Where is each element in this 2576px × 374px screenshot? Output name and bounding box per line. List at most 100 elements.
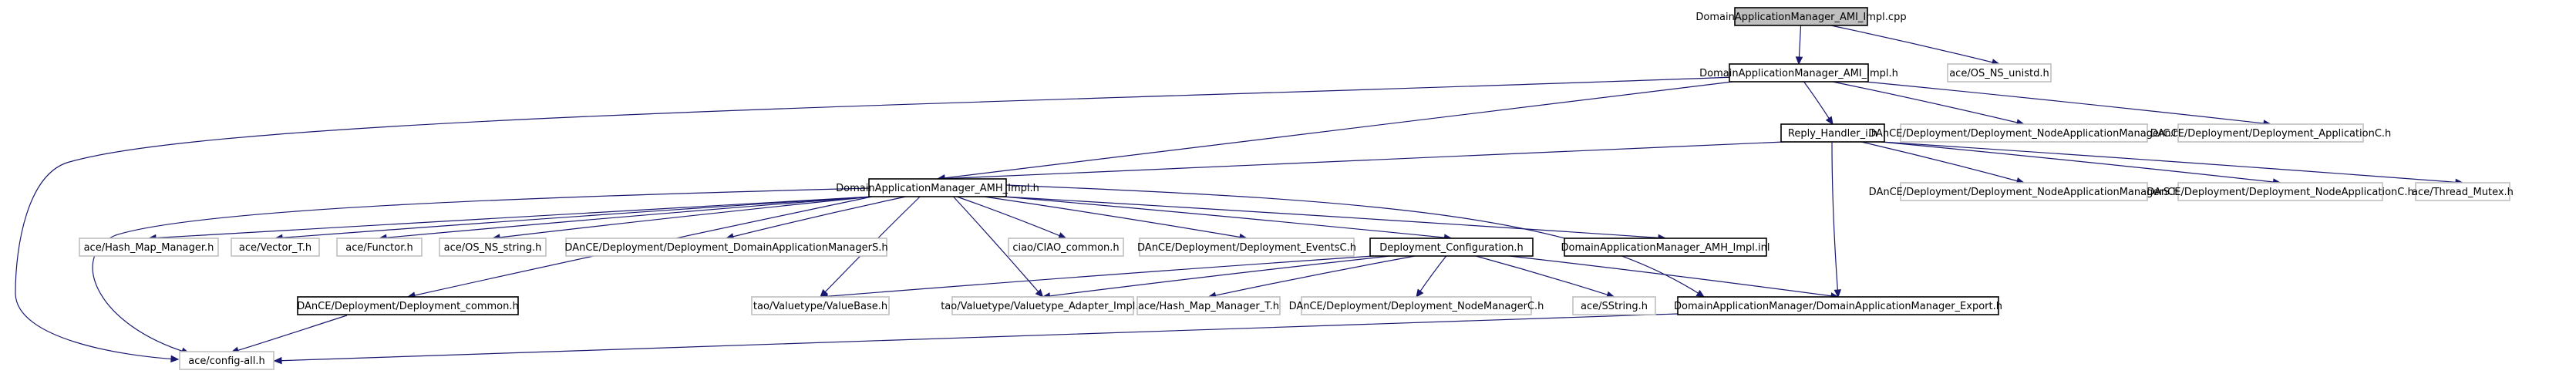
- edge-amh_h-to-dam_export-arrowhead: [1695, 289, 1706, 298]
- node-amh_h-label: DomainApplicationManager_AMH_Impl.h: [836, 183, 1039, 194]
- edge-ami_h-to-reply-arrowhead: [1825, 116, 1834, 126]
- edge-amh_h-to-events_c-line: [984, 196, 1248, 239]
- node-vector_t[interactable]: ace/Vector_T.h: [231, 238, 320, 257]
- edge-reply-to-napp_c: [1881, 141, 2281, 186]
- node-amh_inl[interactable]: DomainApplicationManager_AMH_Impl.inl: [1561, 238, 1770, 257]
- edge-dam_export-to-config_all-arrowhead: [273, 356, 282, 365]
- node-os_unistd-box[interactable]: [1947, 63, 2052, 83]
- node-functor-box[interactable]: [336, 238, 423, 257]
- node-valuebase[interactable]: tao/Valuetype/ValueBase.h: [751, 296, 890, 315]
- edge-amh_h-to-dam_export-line: [1005, 184, 1705, 298]
- node-amh_h-box[interactable]: [868, 178, 1007, 197]
- edge-ami_h-to-reply: [1803, 81, 1834, 126]
- edge-reply-to-amh_h: [936, 141, 1785, 183]
- node-thread_mutex[interactable]: ace/Thread_Mutex.h: [2412, 182, 2514, 201]
- edge-deploy_config-to-dam_export-line: [1509, 255, 1839, 298]
- edge-amh_h-to-functor-line: [379, 196, 873, 239]
- edge-ami_h-to-reply-line: [1803, 81, 1834, 125]
- node-nam_s-label: DAnCE/Deployment/Deployment_NodeApplicat…: [1869, 187, 2180, 198]
- edge-deploy_config-to-vt_adapter: [1042, 255, 1391, 300]
- node-os_string-box[interactable]: [439, 238, 547, 257]
- node-valuebase-box[interactable]: [751, 296, 890, 315]
- node-events_c-box[interactable]: [1139, 238, 1355, 257]
- edge-reply-to-thread_mutex-line: [1881, 141, 2463, 184]
- edge-deploy_config-to-valuebase: [819, 255, 1374, 301]
- edge-deploy_config-to-vt_adapter-line: [1042, 255, 1391, 298]
- node-functor[interactable]: ace/Functor.h: [336, 238, 423, 257]
- edge-deploy_config-to-nm_c-line: [1416, 255, 1447, 298]
- node-thread_mutex-box[interactable]: [2415, 182, 2510, 201]
- node-os_string[interactable]: ace/OS_NS_string.h: [439, 238, 547, 257]
- edge-deploy_common-to-config_all-line: [231, 315, 348, 353]
- node-os_unistd-label: ace/OS_NS_unistd.h: [1949, 68, 2049, 79]
- node-dam_export[interactable]: DomainApplicationManager/DomainApplicati…: [1674, 296, 2002, 315]
- node-dam_export-box[interactable]: [1677, 296, 1999, 315]
- edge-reply-to-amh_h-line: [937, 141, 1785, 180]
- node-nam_s[interactable]: DAnCE/Deployment/Deployment_NodeApplicat…: [1869, 182, 2180, 201]
- node-nam_c[interactable]: DAnCE/Deployment/Deployment_NodeApplicat…: [1868, 123, 2180, 143]
- node-os_unistd[interactable]: ace/OS_NS_unistd.h: [1947, 63, 2052, 83]
- node-reply[interactable]: Reply_Handler_i.h: [1780, 123, 1885, 143]
- node-nam_s-box[interactable]: [1900, 182, 2148, 201]
- edge-amh_h-to-vector_t: [274, 196, 873, 242]
- node-hash_map_mgr[interactable]: ace/Hash_Map_Manager.h: [79, 238, 219, 257]
- node-sstring-box[interactable]: [1572, 296, 1656, 315]
- node-nam_c-box[interactable]: [1900, 123, 2148, 143]
- edge-deploy_config-to-sstring: [1475, 255, 1615, 298]
- node-ciao_common[interactable]: ciao/CIAO_common.h: [1008, 238, 1124, 257]
- edge-root-to-ami_h: [1795, 25, 1803, 66]
- node-vt_adapter-box[interactable]: [951, 296, 1134, 315]
- edge-ami_h-to-nam_c-line: [1832, 81, 2025, 125]
- node-vt_adapter[interactable]: tao/Valuetype/Valuetype_Adapter_Impl.h: [941, 296, 1145, 315]
- edge-amh_h-to-ciao_common-line: [956, 196, 1066, 239]
- node-napp_c-box[interactable]: [2177, 182, 2383, 201]
- edge-ami_h-to-config_all: [15, 76, 1736, 363]
- node-config_all[interactable]: ace/config-all.h: [179, 351, 274, 370]
- edge-deploy_config-to-nm_c: [1416, 255, 1447, 298]
- edge-ami_h-to-config_all-line: [15, 76, 1736, 360]
- edge-amh_h-to-vector_t-line: [274, 196, 873, 239]
- node-nm_c[interactable]: DAnCE/Deployment/Deployment_NodeManagerC…: [1289, 296, 1544, 315]
- edge-amh_h-to-deploy_config-line: [1002, 196, 1452, 239]
- node-deploy_common-box[interactable]: [297, 296, 519, 315]
- edge-amh_h-to-hash_map_mgr-line: [148, 196, 873, 239]
- node-hash_map_mgr_t[interactable]: ace/Hash_Map_Manager_T.h: [1136, 296, 1281, 315]
- edge-reply-to-napp_c-line: [1881, 141, 2281, 184]
- edge-dam_export-to-config_all-line: [274, 313, 1679, 362]
- node-sstring[interactable]: ace/SString.h: [1572, 296, 1656, 315]
- node-nm_c-box[interactable]: [1301, 296, 1532, 315]
- node-deploy_config[interactable]: Deployment_Configuration.h: [1369, 238, 1534, 257]
- node-dam_s[interactable]: DAnCE/Deployment/Deployment_DomainApplic…: [564, 238, 888, 257]
- edge-ami_h-to-config_all-arrowhead: [170, 355, 180, 363]
- edge-reply-to-dam_export-arrowhead: [1834, 289, 1842, 298]
- node-deploy_config-box[interactable]: [1369, 238, 1534, 257]
- node-dam_export-label: DomainApplicationManager/DomainApplicati…: [1674, 301, 2002, 312]
- node-amh_h[interactable]: DomainApplicationManager_AMH_Impl.h: [836, 178, 1039, 197]
- node-app_c[interactable]: DAnCE/Deployment/Deployment_ApplicationC…: [2150, 123, 2392, 143]
- node-app_c-box[interactable]: [2177, 123, 2364, 143]
- node-ciao_common-box[interactable]: [1008, 238, 1124, 257]
- node-ami_h-box[interactable]: [1729, 63, 1869, 83]
- node-ami_h[interactable]: DomainApplicationManager_AMI_Impl.h: [1699, 63, 1898, 83]
- edge-amh_h-to-config_all-line: [92, 187, 870, 354]
- node-hash_map_mgr_t-box[interactable]: [1136, 296, 1281, 315]
- edge-ami_h-to-app_c: [1864, 81, 2272, 127]
- node-valuebase-label: tao/Valuetype/ValueBase.h: [753, 301, 887, 312]
- node-root-box[interactable]: [1734, 7, 1868, 26]
- node-deploy_config-label: Deployment_Configuration.h: [1379, 242, 1524, 254]
- node-reply-box[interactable]: [1780, 123, 1885, 143]
- edge-root-to-os_unistd: [1830, 25, 2001, 66]
- node-hash_map_mgr-box[interactable]: [79, 238, 219, 257]
- node-config_all-box[interactable]: [179, 351, 274, 370]
- node-vector_t-box[interactable]: [231, 238, 320, 257]
- node-napp_c[interactable]: DAnCE/Deployment/Deployment_NodeApplicat…: [2147, 182, 2414, 201]
- node-events_c[interactable]: DAnCE/Deployment/Deployment_EventsC.h: [1137, 238, 1356, 257]
- edge-amh_h-to-functor: [378, 196, 873, 241]
- node-root[interactable]: DomainApplicationManager_AMI_Impl.cpp: [1695, 7, 1907, 26]
- edge-dam_export-to-config_all: [273, 313, 1679, 365]
- node-dam_s-box[interactable]: [565, 238, 887, 257]
- node-ami_h-label: DomainApplicationManager_AMI_Impl.h: [1699, 68, 1898, 79]
- edge-deploy_config-to-hash_map_mgr_t-line: [1208, 255, 1416, 298]
- node-deploy_common[interactable]: DAnCE/Deployment/Deployment_common.h: [297, 296, 519, 315]
- node-amh_inl-box[interactable]: [1564, 238, 1767, 257]
